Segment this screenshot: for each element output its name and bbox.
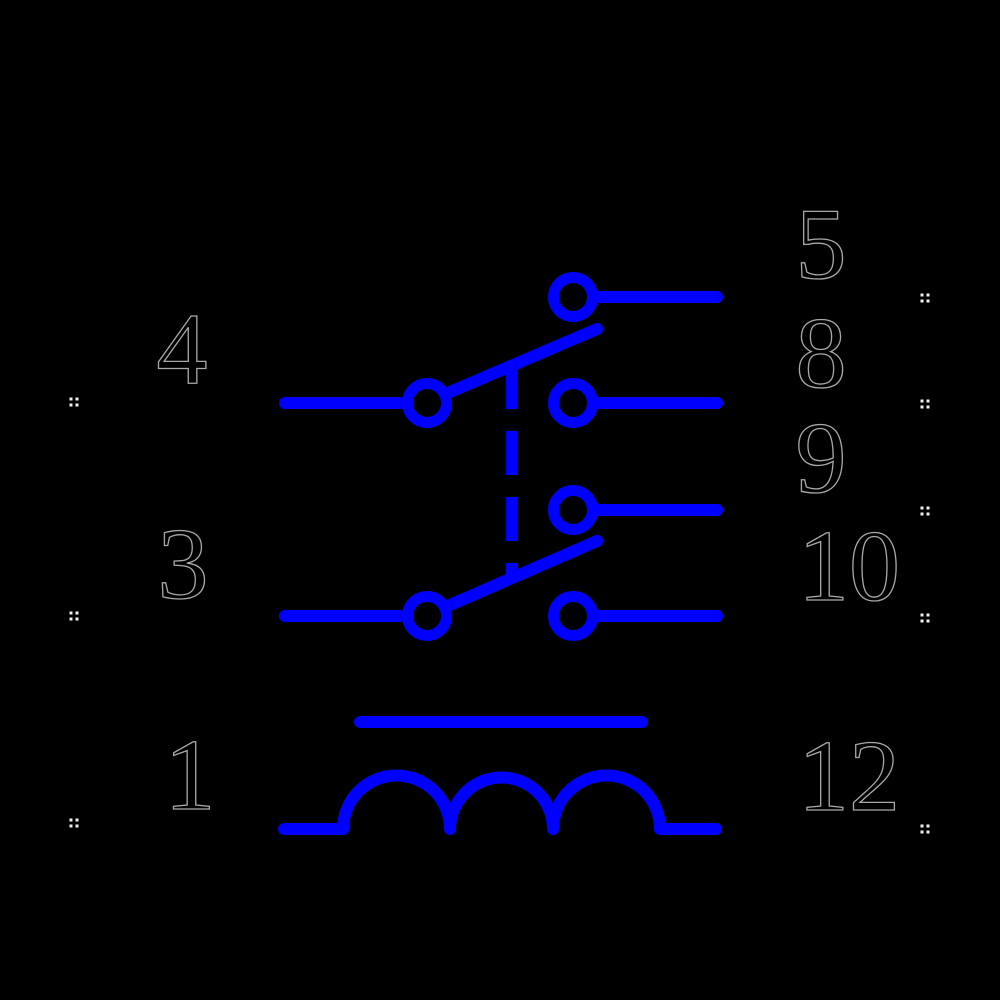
coil-inductor xyxy=(278,769,722,835)
pole1-armature xyxy=(444,323,603,398)
pin-label-10: 10 xyxy=(798,510,900,623)
terminal-marker-pin4 xyxy=(69,397,79,407)
terminal-marker-pin9 xyxy=(920,506,930,516)
pin-label-3: 3 xyxy=(158,508,209,621)
pole2-armature xyxy=(444,535,603,611)
terminal-marker-pin5 xyxy=(920,293,930,303)
pin-label-8: 8 xyxy=(796,297,847,410)
terminal-marker-pin3 xyxy=(69,611,79,621)
terminal-marker-pin12 xyxy=(920,824,930,834)
pin-label-1: 1 xyxy=(165,719,216,832)
terminal-marker-pin1 xyxy=(69,818,79,828)
pin3-common-contact-circle xyxy=(402,591,452,641)
terminal-marker-pin8 xyxy=(920,399,930,409)
pin4-common-contact-circle xyxy=(402,378,452,428)
terminal-marker-pin10 xyxy=(920,613,930,623)
terminal-markers xyxy=(69,293,930,834)
pin-label-12: 12 xyxy=(798,720,900,833)
wires xyxy=(278,272,723,835)
pin-labels: 4 3 1 5 8 9 10 12 xyxy=(156,187,901,833)
pin-label-4: 4 xyxy=(157,293,208,406)
pin-label-9: 9 xyxy=(796,402,847,515)
pin-label-5: 5 xyxy=(796,188,847,301)
